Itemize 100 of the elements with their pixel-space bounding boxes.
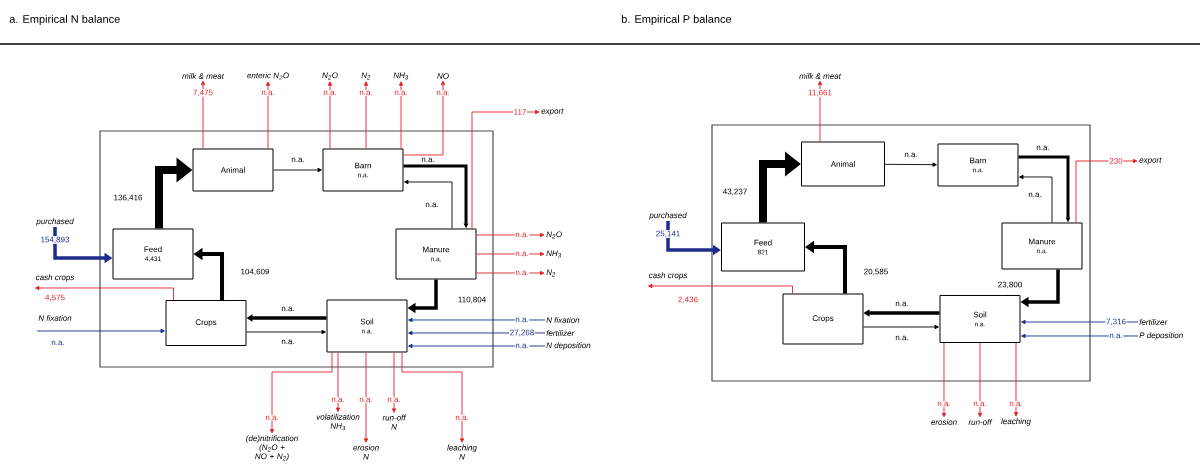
edge-label: n.a. bbox=[1108, 333, 1124, 339]
process-box: Animal bbox=[801, 141, 885, 187]
edge-label: n.a. bbox=[903, 152, 919, 158]
edge-label: n.a. bbox=[420, 157, 436, 163]
flow-label: N$_{2}$O bbox=[546, 231, 562, 239]
panel-title: b. Empirical P balance bbox=[621, 14, 732, 26]
flow-label: N fixation bbox=[546, 317, 580, 323]
arrow bbox=[363, 81, 369, 149]
flow-label: erosion bbox=[931, 419, 957, 425]
arrow bbox=[398, 81, 404, 149]
edge-label: n.a. bbox=[514, 343, 530, 349]
flow-label: N$_{2}$O bbox=[322, 72, 338, 80]
edge-label: n.a. bbox=[330, 397, 346, 403]
flow-label: N fixation bbox=[38, 315, 72, 321]
edge-label: 7,475 bbox=[192, 89, 214, 97]
edge-label: n.a. bbox=[280, 339, 296, 345]
flow-label: purchased bbox=[649, 212, 687, 220]
arrow bbox=[404, 179, 453, 229]
flow-label: NH$_{3}$ bbox=[546, 250, 562, 258]
edge-label: n.a. bbox=[358, 397, 374, 403]
edge-label: n.a. bbox=[280, 306, 296, 312]
arrow bbox=[1075, 158, 1138, 223]
flow-label: purchased bbox=[36, 218, 74, 226]
flow-label: enteric N$_{2}$O bbox=[247, 72, 289, 80]
flow-label: cash crops bbox=[35, 274, 75, 282]
flow-label: N$_{2}$ bbox=[361, 72, 371, 80]
edge-label: n.a. bbox=[1008, 401, 1024, 407]
edge-label: 4,575 bbox=[44, 294, 66, 302]
edge-label: n.a. bbox=[435, 90, 451, 96]
flow-label: NO bbox=[437, 73, 449, 79]
flow-label: fertilizer bbox=[1139, 319, 1168, 325]
edge-label: n.a. bbox=[264, 415, 280, 421]
arrow bbox=[884, 162, 937, 167]
edge-label: n.a. bbox=[358, 90, 374, 96]
edge-label: n.a. bbox=[1035, 145, 1051, 151]
panel-title: a. Empirical N balance bbox=[9, 14, 120, 26]
arrow bbox=[273, 167, 322, 173]
arrow bbox=[408, 317, 546, 323]
arrow bbox=[401, 352, 465, 443]
arrow bbox=[1013, 342, 1019, 417]
edge-label: 20,585 bbox=[863, 268, 889, 276]
arrow bbox=[269, 352, 333, 434]
process-box: Crops bbox=[165, 300, 247, 346]
arrow bbox=[246, 329, 326, 335]
edge-label: 110,804 bbox=[457, 296, 487, 304]
arrow bbox=[1019, 174, 1053, 223]
flow-label: run-off N bbox=[382, 414, 407, 430]
edge-label: n.a. bbox=[936, 401, 952, 407]
flow-label: leaching N bbox=[447, 444, 477, 460]
flow-label: N deposition bbox=[546, 342, 591, 350]
arrow bbox=[476, 270, 545, 276]
arrow bbox=[1021, 333, 1139, 339]
edge-label: n.a. bbox=[1027, 192, 1043, 198]
edge-label: 136,416 bbox=[112, 194, 144, 202]
edge-label: n.a. bbox=[290, 157, 306, 163]
flow-label: milk & meat bbox=[182, 73, 225, 79]
arrow bbox=[471, 109, 540, 229]
process-box: Animal bbox=[192, 148, 274, 192]
arrow bbox=[977, 342, 983, 418]
edge-label: n.a. bbox=[514, 232, 530, 238]
flow-label: export bbox=[541, 108, 564, 116]
arrow bbox=[1021, 319, 1139, 325]
edge-label: n.a. bbox=[322, 90, 338, 96]
arrow bbox=[941, 342, 947, 418]
edge-label: n.a. bbox=[454, 415, 470, 421]
edge-label: 154,893 bbox=[39, 236, 71, 244]
edge-label: 230 bbox=[1108, 157, 1124, 165]
edge-label: n.a. bbox=[386, 397, 402, 403]
edge-label: n.a. bbox=[894, 335, 910, 341]
edge-label: n.a. bbox=[260, 90, 276, 96]
arrow bbox=[35, 285, 174, 301]
flow-label: volatilization NH$_{3}$ bbox=[316, 413, 360, 431]
edge-label: 2,436 bbox=[677, 296, 699, 304]
edge-label: n.a. bbox=[393, 90, 409, 96]
edge-label: 43,237 bbox=[722, 188, 748, 196]
flow-label: P deposition bbox=[1139, 332, 1183, 340]
arrow bbox=[863, 324, 939, 330]
arrow bbox=[817, 80, 823, 142]
edge-label: n.a. bbox=[514, 270, 530, 276]
flow-label: N$_{2}$ bbox=[546, 269, 556, 277]
edge-label: 25,141 bbox=[655, 230, 681, 238]
boundary-frame bbox=[711, 124, 1091, 382]
arrow bbox=[476, 251, 545, 257]
edge-label: 11,661 bbox=[807, 89, 833, 97]
flow-label: run-off bbox=[968, 419, 993, 425]
edge-label: n.a. bbox=[424, 202, 440, 208]
arrow bbox=[363, 352, 369, 443]
edge-label: 23,800 bbox=[997, 281, 1023, 289]
edge-label: 27,268 bbox=[509, 329, 535, 337]
edge-label: 7,316 bbox=[1105, 318, 1127, 326]
edge-label: 104,609 bbox=[239, 268, 271, 276]
flow-label: leaching bbox=[1001, 418, 1031, 426]
flow-label: milk & meat bbox=[799, 73, 842, 79]
flow-label: cash crops bbox=[648, 272, 688, 280]
arrow bbox=[476, 232, 545, 238]
edge-label: n.a. bbox=[972, 401, 988, 407]
arrow bbox=[200, 80, 206, 149]
flow-label: (de)nitrification (N$_{2}$O + NO + N$_{2}$) bbox=[246, 435, 298, 461]
arrow bbox=[36, 328, 165, 334]
flow-label: fertilizer bbox=[546, 330, 575, 336]
